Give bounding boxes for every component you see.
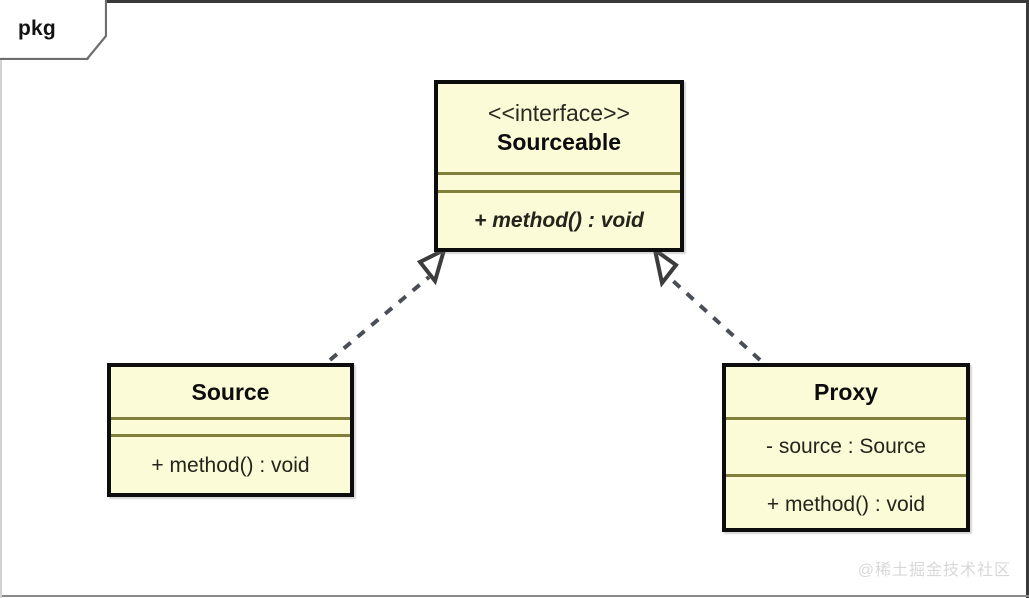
package-label: pkg <box>18 17 56 40</box>
operation-row-source-0: + method() : void <box>111 434 350 494</box>
class-name-label: Sourceable <box>497 129 621 155</box>
attributes-compartment-source <box>111 417 350 434</box>
attribute-row-proxy-0: - source : Source <box>726 417 966 474</box>
class-box-source[interactable]: Source + method() : void <box>107 363 354 497</box>
class-title-sourceable: <<interface>> Sourceable <box>438 84 680 172</box>
realization-source-to-sourceable <box>328 246 448 362</box>
operation-row-sourceable-0: + method() : void <box>438 190 680 248</box>
class-title-proxy: Proxy <box>726 367 966 417</box>
frame-border-right <box>1026 0 1029 598</box>
class-name-label: Proxy <box>814 378 878 405</box>
watermark-label: @稀土掘金技术社区 <box>857 562 1011 579</box>
stereotype-label: <<interface>> <box>488 100 630 126</box>
class-name-label: Source <box>191 378 270 405</box>
class-title-source: Source <box>111 367 350 417</box>
frame-border-bottom <box>0 595 1029 597</box>
frame-border-top <box>0 0 1029 3</box>
class-box-proxy[interactable]: Proxy - source : Source + method() : voi… <box>722 363 970 532</box>
class-box-sourceable[interactable]: <<interface>> Sourceable + method() : vo… <box>434 80 684 252</box>
attributes-compartment-sourceable <box>438 172 680 190</box>
frame-border-left <box>0 0 2 598</box>
realization-proxy-to-sourceable <box>651 245 762 362</box>
operation-row-proxy-0: + method() : void <box>726 474 966 532</box>
